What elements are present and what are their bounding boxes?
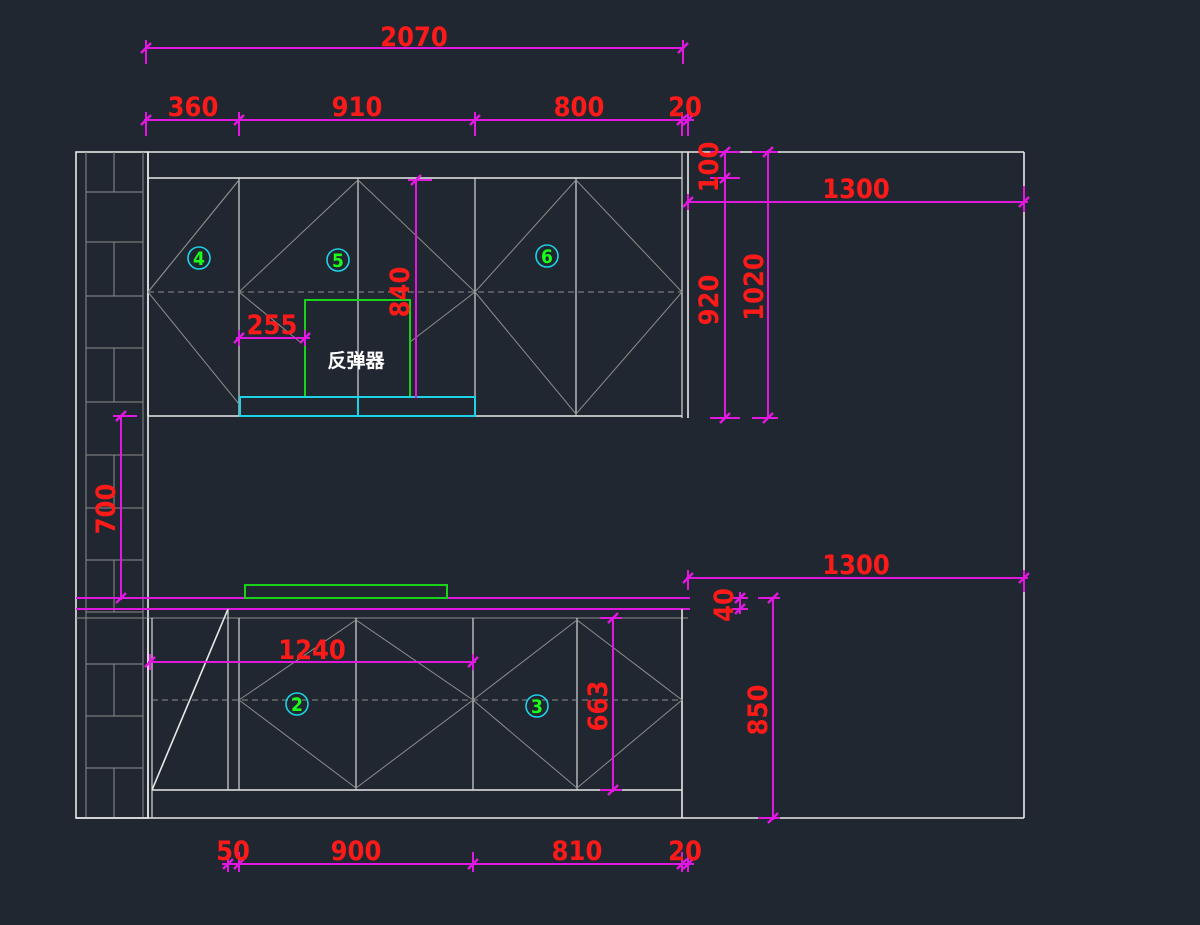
svg-text:663: 663: [583, 681, 614, 732]
dim-hood-height: 840: [385, 174, 432, 398]
dim-upper-depth: 1300: [682, 174, 1030, 212]
svg-text:4: 4: [193, 248, 205, 270]
svg-text:2: 2: [291, 694, 303, 716]
dim-hood-offset: 255: [233, 310, 311, 346]
svg-text:20: 20: [668, 836, 702, 867]
svg-text:5: 5: [332, 250, 344, 272]
dim-base-height: 850: [743, 592, 780, 824]
svg-text:50: 50: [216, 836, 250, 867]
countertop: [76, 584, 690, 619]
cabinet-marker-6: 6: [535, 244, 559, 268]
dim-counter-thickness: 40: [709, 588, 748, 622]
svg-text:800: 800: [554, 92, 605, 123]
svg-text:1300: 1300: [822, 550, 890, 581]
svg-text:3: 3: [531, 696, 543, 718]
dim-wall-gap: 700: [91, 410, 137, 604]
svg-text:910: 910: [332, 92, 383, 123]
dim-base-door-height: 663: [583, 612, 622, 796]
svg-text:850: 850: [743, 685, 774, 736]
svg-text:840: 840: [385, 267, 416, 318]
svg-text:2070: 2070: [380, 22, 448, 53]
base-cabinets: [147, 608, 683, 818]
dim-counter-depth: 1300: [682, 550, 1030, 592]
cabinet-marker-5: 5: [326, 248, 350, 272]
cabinet-marker-2: 2: [285, 692, 309, 716]
svg-text:6: 6: [541, 246, 553, 268]
svg-text:900: 900: [331, 836, 382, 867]
svg-text:810: 810: [552, 836, 603, 867]
svg-text:1240: 1240: [278, 635, 346, 666]
svg-text:100: 100: [694, 142, 725, 193]
svg-text:1300: 1300: [822, 174, 890, 205]
svg-text:700: 700: [91, 484, 122, 535]
svg-text:255: 255: [247, 310, 298, 341]
room-outline: [76, 151, 1025, 819]
svg-text:920: 920: [694, 275, 725, 326]
dim-base-width: 1240: [144, 635, 479, 670]
dim-upper-right: 100 920 1020: [694, 142, 778, 424]
svg-text:20: 20: [668, 92, 702, 123]
svg-text:1020: 1020: [739, 253, 770, 321]
cabinet-marker-3: 3: [525, 694, 549, 718]
dim-bottom-segments: 50 900 810 20: [216, 836, 702, 872]
cabinet-marker-4: 4: [187, 246, 211, 270]
appliance-label: 反弹器: [327, 349, 385, 372]
dim-top-segments: 360 910 800 20: [140, 92, 702, 136]
dim-top-total: 2070: [140, 22, 689, 64]
cooktop: [244, 584, 448, 599]
svg-text:40: 40: [709, 588, 740, 622]
svg-text:360: 360: [168, 92, 219, 123]
